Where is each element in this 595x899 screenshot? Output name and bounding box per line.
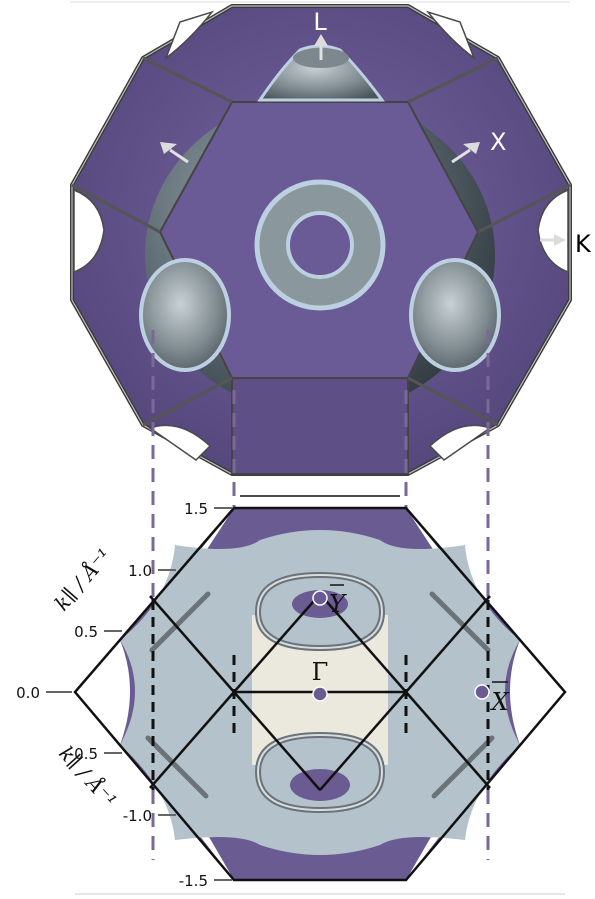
label-gamma: Γ	[312, 658, 329, 686]
bottom-face	[232, 378, 408, 474]
y-bar-point	[313, 591, 327, 605]
tick-1-5: 1.5	[184, 500, 208, 518]
fermi-surface-3d: L X K	[70, 2, 592, 474]
gamma-point	[313, 687, 327, 701]
label-k: K	[575, 230, 592, 258]
label-x-bar: X	[489, 688, 509, 716]
label-l: L	[313, 8, 327, 36]
tick-1-0: 1.0	[128, 562, 152, 580]
central-donut-hole	[288, 213, 352, 277]
x-bar-point	[475, 685, 489, 699]
tick-neg-1-5: -1.5	[179, 872, 208, 890]
label-x: X	[490, 128, 506, 156]
label-y-bar: Y	[329, 590, 347, 618]
right-neck-lobe	[411, 260, 499, 370]
projected-fermi-surface: Y Γ X	[75, 496, 565, 894]
tick-neg-1-0: -1.0	[123, 807, 152, 825]
tick-0-5: 0.5	[74, 623, 98, 641]
lower-pocket	[290, 769, 350, 801]
tick-0-0: 0.0	[16, 684, 40, 702]
axis-label-upper: k∥ / Å⁻¹	[49, 543, 116, 615]
